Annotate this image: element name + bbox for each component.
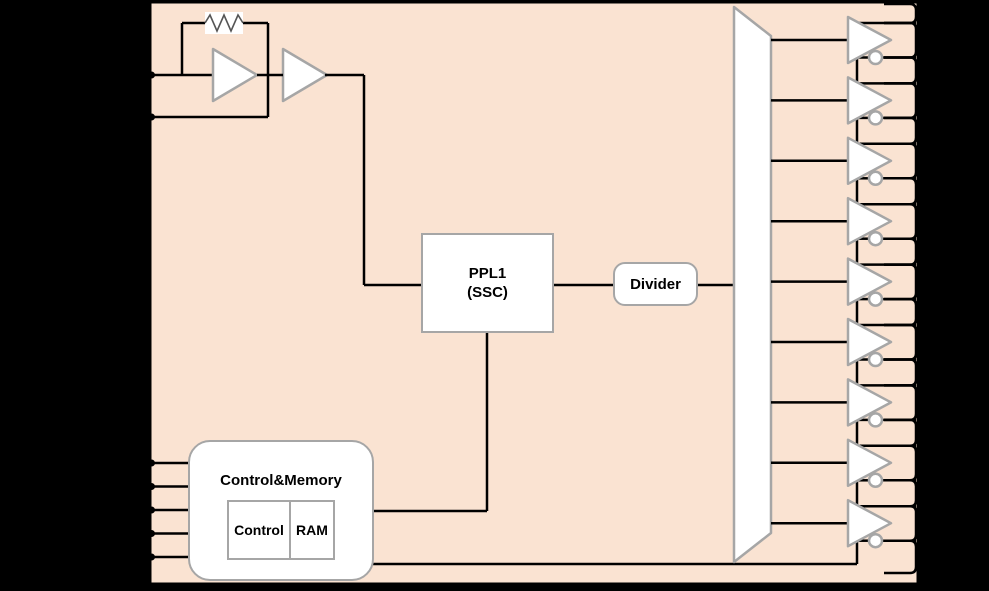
inverter-bubble-icon (867, 291, 884, 307)
pin-junction-dot (148, 530, 155, 537)
inverter-bubble-icon (867, 110, 884, 126)
inverter-bubble-icon (867, 230, 884, 247)
ram-subblock: RAM (289, 500, 335, 560)
oscillator-amp-icon (211, 47, 259, 103)
inverter-bubble-icon (867, 170, 884, 187)
control-subblock: Control (227, 500, 291, 560)
control-memory-inner: Control RAM (227, 500, 335, 560)
fanout-buffer-icon (732, 5, 773, 564)
inverter-bubble-icon (867, 412, 884, 428)
output-buffer-icon (846, 438, 893, 488)
inverter-bubble-icon (867, 532, 884, 549)
pin-junction-dot (148, 459, 155, 467)
inverter-bubble-icon (867, 49, 884, 66)
output-buffer-icon (846, 378, 893, 427)
output-buffer-icon (846, 15, 893, 65)
output-buffer-icon (846, 136, 893, 186)
pin-junction-dot (148, 553, 155, 561)
output-buffer-icon (846, 498, 893, 548)
output-buffer-icon (846, 257, 893, 306)
control-memory-title: Control&Memory (220, 472, 342, 489)
pll-label-line2: (SSC) (467, 284, 508, 301)
output-buffer-icon (846, 76, 893, 125)
pll-block: PPL1 (SSC) (421, 233, 554, 333)
resistor-icon (204, 13, 244, 33)
pin-junction-dot (148, 113, 155, 121)
control-memory-block: Control&Memory Control RAM (188, 440, 374, 581)
pll-label-line1: PPL1 (468, 265, 507, 282)
pin-junction-dot (148, 71, 155, 79)
pin-junction-dot (148, 506, 155, 514)
inverter-bubble-icon (867, 351, 884, 368)
divider-label: Divider (630, 275, 681, 293)
inverter-bubble-icon (867, 472, 884, 489)
output-buffer-icon (846, 196, 893, 246)
pin-junction-dot (148, 483, 155, 490)
divider-block: Divider (613, 262, 698, 306)
output-buffer-icon (846, 317, 893, 367)
resistor-body (205, 12, 243, 34)
